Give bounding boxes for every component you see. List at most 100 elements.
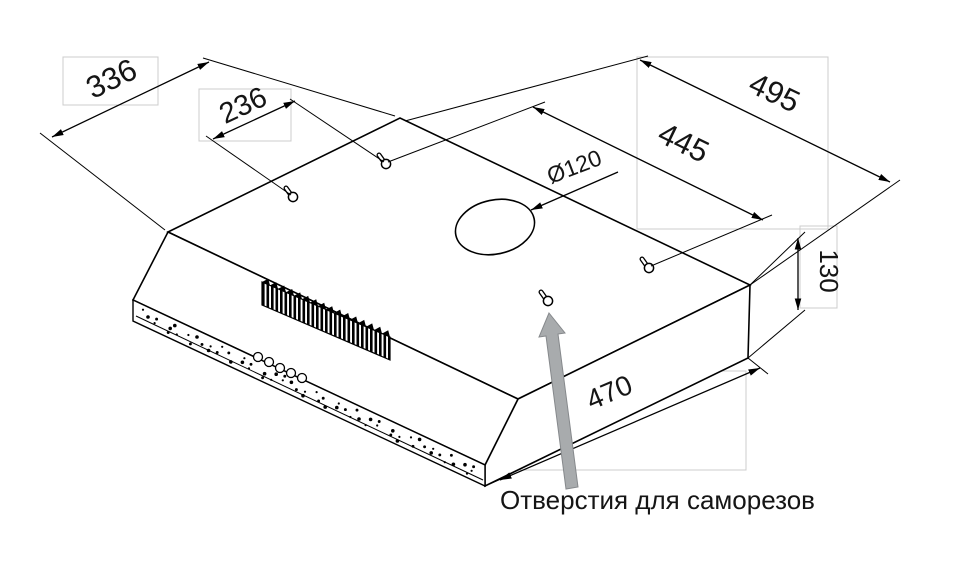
filter-dot	[141, 308, 145, 311]
filter-dot	[303, 390, 307, 393]
filter-dot	[175, 333, 178, 336]
filter-dot	[229, 360, 233, 364]
control-button	[296, 372, 308, 384]
extension-line	[39, 132, 166, 231]
filter-dot	[357, 417, 361, 421]
filter-dot	[364, 424, 367, 427]
filter-dot	[281, 379, 284, 382]
control-button	[252, 351, 264, 363]
hood-body	[131, 117, 752, 488]
filter-dot	[323, 405, 328, 409]
dimension-line-236	[212, 100, 296, 140]
filter-dot	[289, 380, 294, 385]
filter-dot	[173, 323, 177, 328]
filter-dot	[463, 462, 467, 467]
filter-dot	[283, 374, 287, 378]
dimension-label-495: 495	[744, 66, 806, 120]
extension-line	[202, 57, 396, 117]
filter-dot	[377, 420, 381, 423]
filter-dot	[470, 469, 473, 472]
filter-dot	[294, 388, 298, 392]
filter-dot	[417, 437, 422, 442]
extension-line	[747, 357, 769, 375]
filter-dot	[472, 465, 476, 469]
filter-dot	[423, 445, 427, 449]
filter-dot	[349, 415, 352, 419]
dimension-line-445	[532, 106, 764, 221]
filter-dot	[240, 360, 245, 365]
dimension-label-336: 336	[80, 51, 142, 105]
filter-dot	[409, 436, 413, 439]
filter-dot	[438, 453, 442, 457]
filter-dot	[411, 444, 415, 448]
filter-dot	[432, 447, 435, 450]
panel-teeth	[262, 278, 390, 337]
filter-dot	[221, 345, 224, 348]
filter-dot	[301, 393, 305, 398]
vent-diameter-leader-line	[530, 171, 619, 211]
extension-line	[387, 101, 546, 163]
control-button	[263, 356, 275, 368]
dimension-line-470	[499, 367, 761, 481]
dimension-label-130: 130	[814, 249, 844, 292]
filter-dot	[376, 424, 379, 427]
filter-dot	[243, 357, 246, 360]
extension-line	[650, 214, 773, 267]
filter-dot	[343, 408, 347, 412]
filter-dot	[215, 351, 219, 354]
extension-line	[747, 309, 806, 359]
control-buttons	[252, 351, 308, 384]
filter-dot	[337, 402, 340, 405]
bottom-band-inner-edge	[135, 315, 484, 481]
filter-dot	[335, 405, 339, 410]
dimension-line-495	[639, 59, 891, 183]
filter-dot	[355, 408, 359, 412]
filter-dot	[391, 429, 395, 433]
extension-line	[749, 179, 901, 286]
screw-holes-note: Отверстия для саморезов	[500, 485, 815, 515]
extension-line	[289, 98, 385, 163]
filter-dot	[209, 345, 212, 348]
dimension-label-445: 445	[653, 115, 715, 169]
filter-dot	[270, 378, 273, 381]
filter-dot	[155, 317, 159, 321]
dimension-lines	[51, 59, 891, 481]
extension-line	[749, 231, 806, 286]
filter-dot	[429, 451, 434, 455]
filter-dot	[465, 472, 469, 475]
extension-line	[205, 135, 292, 196]
filter-dot	[321, 396, 325, 400]
filter-dots	[141, 308, 476, 475]
filter-dot	[168, 326, 172, 331]
extension-lines	[39, 55, 901, 487]
control-button	[285, 367, 297, 379]
filter-dot	[200, 342, 204, 346]
filter-dot	[389, 433, 393, 437]
filter-dot	[395, 439, 400, 443]
filter-dot	[443, 461, 446, 464]
filter-dot	[153, 322, 156, 325]
extension-line	[404, 55, 649, 122]
filter-dot	[261, 376, 265, 380]
filter-dot	[398, 435, 401, 438]
filter-dot	[188, 342, 192, 346]
filter-dot	[227, 351, 231, 355]
control-button	[274, 362, 286, 374]
dimension-line-336	[51, 61, 210, 138]
screw-holes-pointer-arrow-icon	[538, 312, 579, 490]
filter-dot	[451, 462, 456, 467]
filter-dot	[146, 315, 150, 319]
filter-dot	[368, 417, 373, 422]
filter-dot	[187, 333, 190, 337]
filter-dot	[206, 348, 211, 353]
filter-dot	[195, 335, 199, 339]
filter-dot	[274, 372, 279, 377]
filter-dot	[166, 331, 170, 334]
filter-dot	[315, 391, 318, 394]
filter-dot	[249, 362, 253, 366]
filter-dot	[317, 399, 321, 403]
filter-dot	[449, 453, 453, 457]
control-panel	[252, 278, 391, 384]
